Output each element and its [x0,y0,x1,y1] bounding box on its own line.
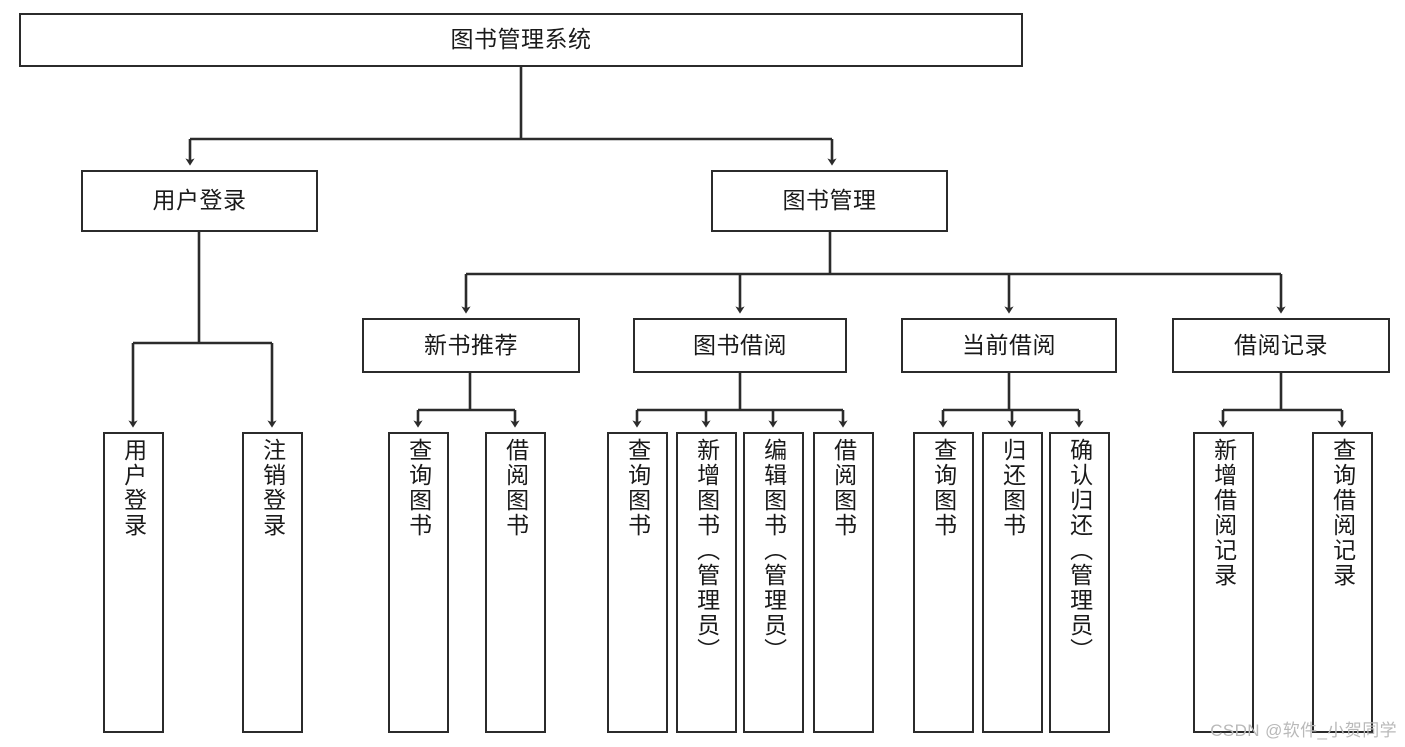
node-leaf-user-login-label: 用户登录 [120,438,147,538]
node-leaf-borrow-book-1-label: 借阅图书 [502,438,529,538]
node-root-label: 图书管理系统 [450,26,592,53]
node-leaf-user-login[interactable]: 用户登录 [103,432,164,733]
node-leaf-confirm-return[interactable]: 确认归还（管理员） [1049,432,1110,733]
node-leaf-return-book-label: 归还图书 [999,438,1026,538]
node-leaf-logout-label: 注销登录 [259,438,286,538]
node-user-login[interactable]: 用户登录 [81,170,318,232]
node-leaf-return-book[interactable]: 归还图书 [982,432,1043,733]
node-user-login-label: 用户登录 [152,187,247,214]
node-leaf-query-record[interactable]: 查询借阅记录 [1312,432,1373,733]
node-new-book-recommend[interactable]: 新书推荐 [362,318,580,373]
node-leaf-edit-book[interactable]: 编辑图书（管理员） [743,432,804,733]
node-leaf-query-book-2-label: 查询图书 [624,438,651,538]
node-leaf-query-book-3-label: 查询图书 [930,438,957,538]
node-leaf-query-book-1[interactable]: 查询图书 [388,432,449,733]
node-leaf-add-record-label: 新增借阅记录 [1210,438,1237,588]
node-borrow-record-label: 借阅记录 [1234,331,1328,358]
watermark: CSDN @软件_小贺同学 [1210,721,1397,740]
node-leaf-query-record-label: 查询借阅记录 [1329,438,1356,588]
node-book-management-label: 图书管理 [782,187,877,214]
node-leaf-query-book-2[interactable]: 查询图书 [607,432,668,733]
node-leaf-edit-book-label: 编辑图书（管理员） [760,438,787,663]
node-leaf-borrow-book-1[interactable]: 借阅图书 [485,432,546,733]
node-leaf-query-book-3[interactable]: 查询图书 [913,432,974,733]
node-book-borrow-label: 图书借阅 [693,331,787,358]
node-new-book-recommend-label: 新书推荐 [424,331,518,358]
node-book-borrow[interactable]: 图书借阅 [633,318,847,373]
node-current-borrow[interactable]: 当前借阅 [901,318,1117,373]
node-leaf-add-record[interactable]: 新增借阅记录 [1193,432,1254,733]
node-book-management[interactable]: 图书管理 [711,170,948,232]
node-borrow-record[interactable]: 借阅记录 [1172,318,1390,373]
node-leaf-borrow-book-2-label: 借阅图书 [830,438,857,538]
node-root[interactable]: 图书管理系统 [19,13,1023,67]
node-leaf-confirm-return-label: 确认归还（管理员） [1066,438,1093,663]
node-leaf-add-book-label: 新增图书（管理员） [693,438,720,663]
node-leaf-logout[interactable]: 注销登录 [242,432,303,733]
node-leaf-add-book[interactable]: 新增图书（管理员） [676,432,737,733]
node-leaf-query-book-1-label: 查询图书 [405,438,432,538]
node-leaf-borrow-book-2[interactable]: 借阅图书 [813,432,874,733]
node-current-borrow-label: 当前借阅 [962,331,1056,358]
